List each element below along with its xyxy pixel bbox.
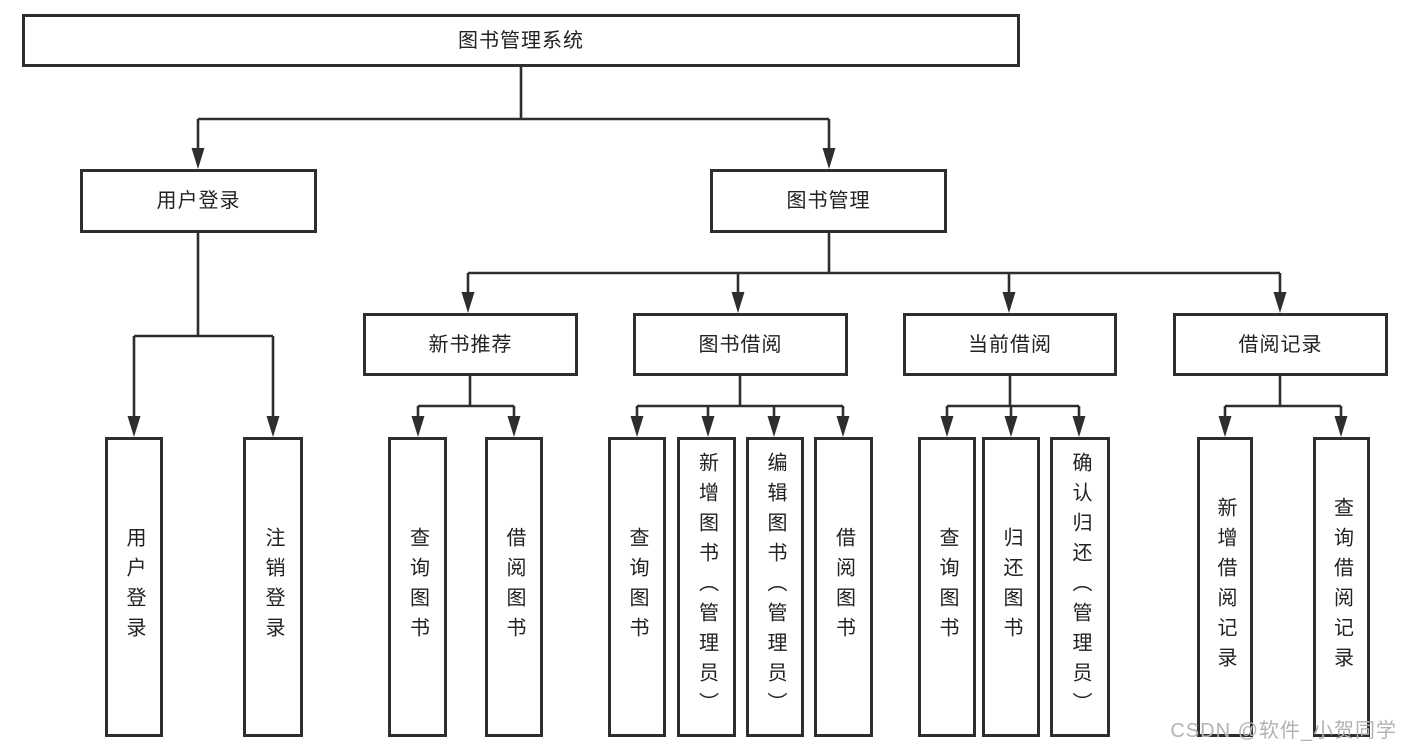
connector-book-borrow-children bbox=[635, 376, 845, 418]
node-book-borrow: 图书借阅 bbox=[633, 313, 848, 376]
leaf-add-book-label: 新增图书（管理员） bbox=[695, 452, 718, 722]
leaf-user-login: 用户登录 bbox=[105, 437, 163, 737]
node-book-management: 图书管理 bbox=[710, 169, 947, 233]
connector-root-to-level2 bbox=[196, 67, 831, 150]
leaf-query-book-1: 查询图书 bbox=[388, 437, 447, 737]
leaf-add-borrow-record: 新增借阅记录 bbox=[1197, 437, 1253, 737]
leaf-return-book-label: 归还图书 bbox=[1000, 527, 1022, 647]
leaf-query-book-2-label: 查询图书 bbox=[626, 527, 648, 647]
leaf-return-book: 归还图书 bbox=[982, 437, 1040, 737]
leaf-query-borrow-record-label: 查询借阅记录 bbox=[1330, 497, 1353, 677]
node-book-management-label: 图书管理 bbox=[786, 190, 871, 212]
leaf-query-book-3-label: 查询图书 bbox=[936, 527, 958, 647]
leaf-logout-label: 注销登录 bbox=[262, 527, 284, 647]
leaf-borrow-book-2-label: 借阅图书 bbox=[832, 527, 855, 647]
leaf-borrow-book-1: 借阅图书 bbox=[485, 437, 543, 737]
node-user-login: 用户登录 bbox=[80, 169, 317, 233]
node-borrow-records: 借阅记录 bbox=[1173, 313, 1388, 376]
connector-user-login-children bbox=[132, 233, 275, 418]
leaf-confirm-return-label: 确认归还（管理员） bbox=[1069, 452, 1091, 722]
node-new-book-recommend: 新书推荐 bbox=[363, 313, 578, 376]
leaf-query-borrow-record: 查询借阅记录 bbox=[1313, 437, 1370, 737]
leaf-borrow-book-2: 借阅图书 bbox=[814, 437, 873, 737]
connector-current-borrow-children bbox=[945, 376, 1081, 418]
connector-new-book-children bbox=[416, 376, 516, 418]
leaf-edit-book-label: 编辑图书（管理员） bbox=[764, 452, 786, 722]
node-user-login-label: 用户登录 bbox=[156, 190, 241, 212]
node-new-book-recommend-label: 新书推荐 bbox=[428, 333, 513, 356]
leaf-add-borrow-record-label: 新增借阅记录 bbox=[1214, 497, 1236, 677]
node-root: 图书管理系统 bbox=[22, 14, 1020, 67]
leaf-add-book: 新增图书（管理员） bbox=[677, 437, 736, 737]
node-current-borrow-label: 当前借阅 bbox=[968, 333, 1052, 356]
node-borrow-records-label: 借阅记录 bbox=[1238, 333, 1323, 356]
leaf-edit-book: 编辑图书（管理员） bbox=[746, 437, 804, 737]
csdn-watermark: CSDN @软件_小贺同学 bbox=[1170, 720, 1397, 742]
leaf-user-login-label: 用户登录 bbox=[123, 527, 145, 647]
node-root-label: 图书管理系统 bbox=[458, 29, 584, 52]
leaf-confirm-return: 确认归还（管理员） bbox=[1050, 437, 1110, 737]
node-current-borrow: 当前借阅 bbox=[903, 313, 1117, 376]
leaf-query-book-2: 查询图书 bbox=[608, 437, 666, 737]
node-book-borrow-label: 图书借阅 bbox=[698, 333, 783, 356]
leaf-query-book-3: 查询图书 bbox=[918, 437, 976, 737]
leaf-query-book-1-label: 查询图书 bbox=[406, 527, 429, 647]
leaf-borrow-book-1-label: 借阅图书 bbox=[503, 527, 525, 647]
connector-book-mgmt-children bbox=[466, 233, 1282, 294]
leaf-logout: 注销登录 bbox=[243, 437, 303, 737]
connector-borrow-records-children bbox=[1223, 376, 1343, 418]
